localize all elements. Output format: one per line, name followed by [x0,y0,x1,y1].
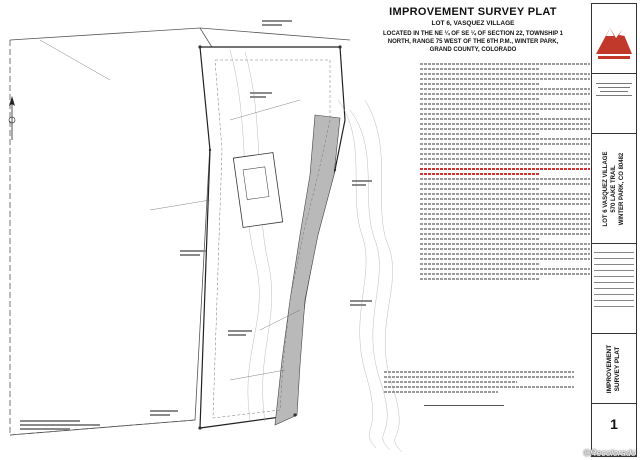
plat-drawing [8,20,403,453]
building-footprint [232,152,284,228]
plat-title-block: IMPROVEMENT SURVEY PLAT LOT 6, VASQUEZ V… [368,6,578,54]
plat-location-3: GRAND COUNTY, COLORADO [429,47,517,53]
sheet-title-2: SURVEY PLAT [614,346,621,391]
sheet-number: 1 [610,416,618,432]
revision-table [592,244,636,334]
project-name: LOT 6 VASQUEZ VILLAGE [603,151,609,226]
lot-6-parcel [199,46,346,429]
logo-cell [592,4,636,74]
sheet-title-1: IMPROVEMENT [606,344,613,393]
plat-subtitle: LOT 6, VASQUEZ VILLAGE [431,20,515,27]
title-block-sidebar: LOT 6 VASQUEZ VILLAGE 570 LAKE TRAIL WIN… [591,3,637,457]
watermark: ©Recolorado [583,448,636,458]
mountain-logo-icon [596,28,632,59]
sheet-number-cell: 1 [592,404,636,456]
surveyor-address-cell [592,74,636,134]
project-address-1: 570 LAKE TRAIL [611,164,617,213]
west-boundary-line [9,27,216,436]
survey-notes [420,60,590,282]
plat-location-2: NORTH, RANGE 75 WEST OF THE 6TH P.M., WI… [387,39,559,45]
plat-title: IMPROVEMENT SURVEY PLAT [389,6,557,18]
project-address-2: WINTER PARK, CO 80482 [619,152,625,225]
project-name-cell: LOT 6 VASQUEZ VILLAGE 570 LAKE TRAIL WIN… [592,134,636,244]
north-arrow-icon [8,96,16,140]
sheet-title-cell: IMPROVEMENT SURVEY PLAT [592,334,636,404]
surveyor-certificate [384,368,574,408]
plat-location-1: LOCATED IN THE NE ¼ OF SE ¼ OF SECTION 2… [382,31,564,37]
easement-area [274,114,341,426]
